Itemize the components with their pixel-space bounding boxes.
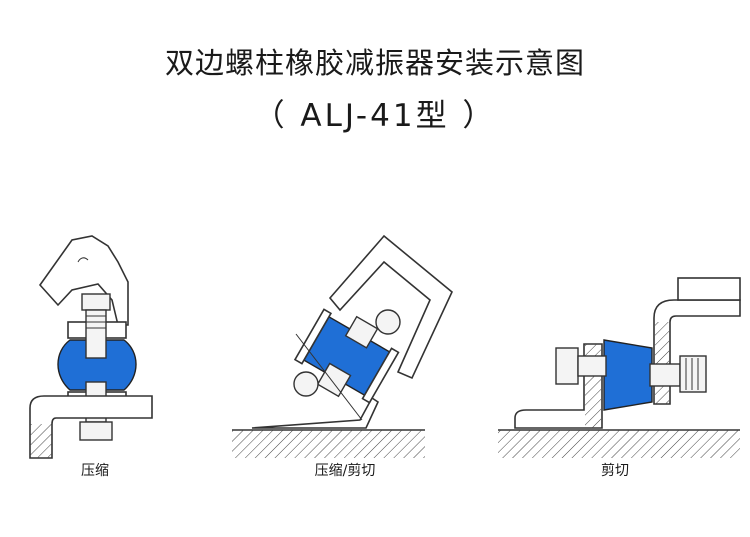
right-nut (679, 355, 707, 393)
compression-shear-diagram (232, 234, 453, 458)
caption-shear: 剪切 (601, 463, 629, 479)
top-stud (85, 309, 107, 359)
caption-compression: 压缩 (81, 463, 109, 479)
left-nut (555, 347, 579, 385)
top-nut (81, 293, 111, 311)
rubber-element-3 (603, 339, 653, 411)
bottom-nut (79, 421, 113, 441)
ground-hatch (232, 430, 425, 458)
base-bracket (29, 395, 153, 459)
caption-compression-shear: 压缩/剪切 (314, 463, 376, 479)
compression-diagram (29, 235, 153, 459)
diagram-title: 双边螺柱橡胶减振器安装示意图 (164, 46, 585, 80)
top-nut-2 (375, 309, 401, 335)
upper-bracket (38, 235, 129, 326)
shear-diagram (498, 277, 741, 458)
left-stud (577, 355, 607, 377)
ground-hatch-3 (498, 430, 740, 458)
bottom-nut-2 (293, 371, 319, 397)
diagram-model: （ ALJ-41型 ） (253, 98, 497, 134)
right-stud (649, 363, 681, 387)
base-angle (251, 396, 380, 429)
upper-box (328, 234, 453, 380)
rubber-element (57, 339, 137, 391)
